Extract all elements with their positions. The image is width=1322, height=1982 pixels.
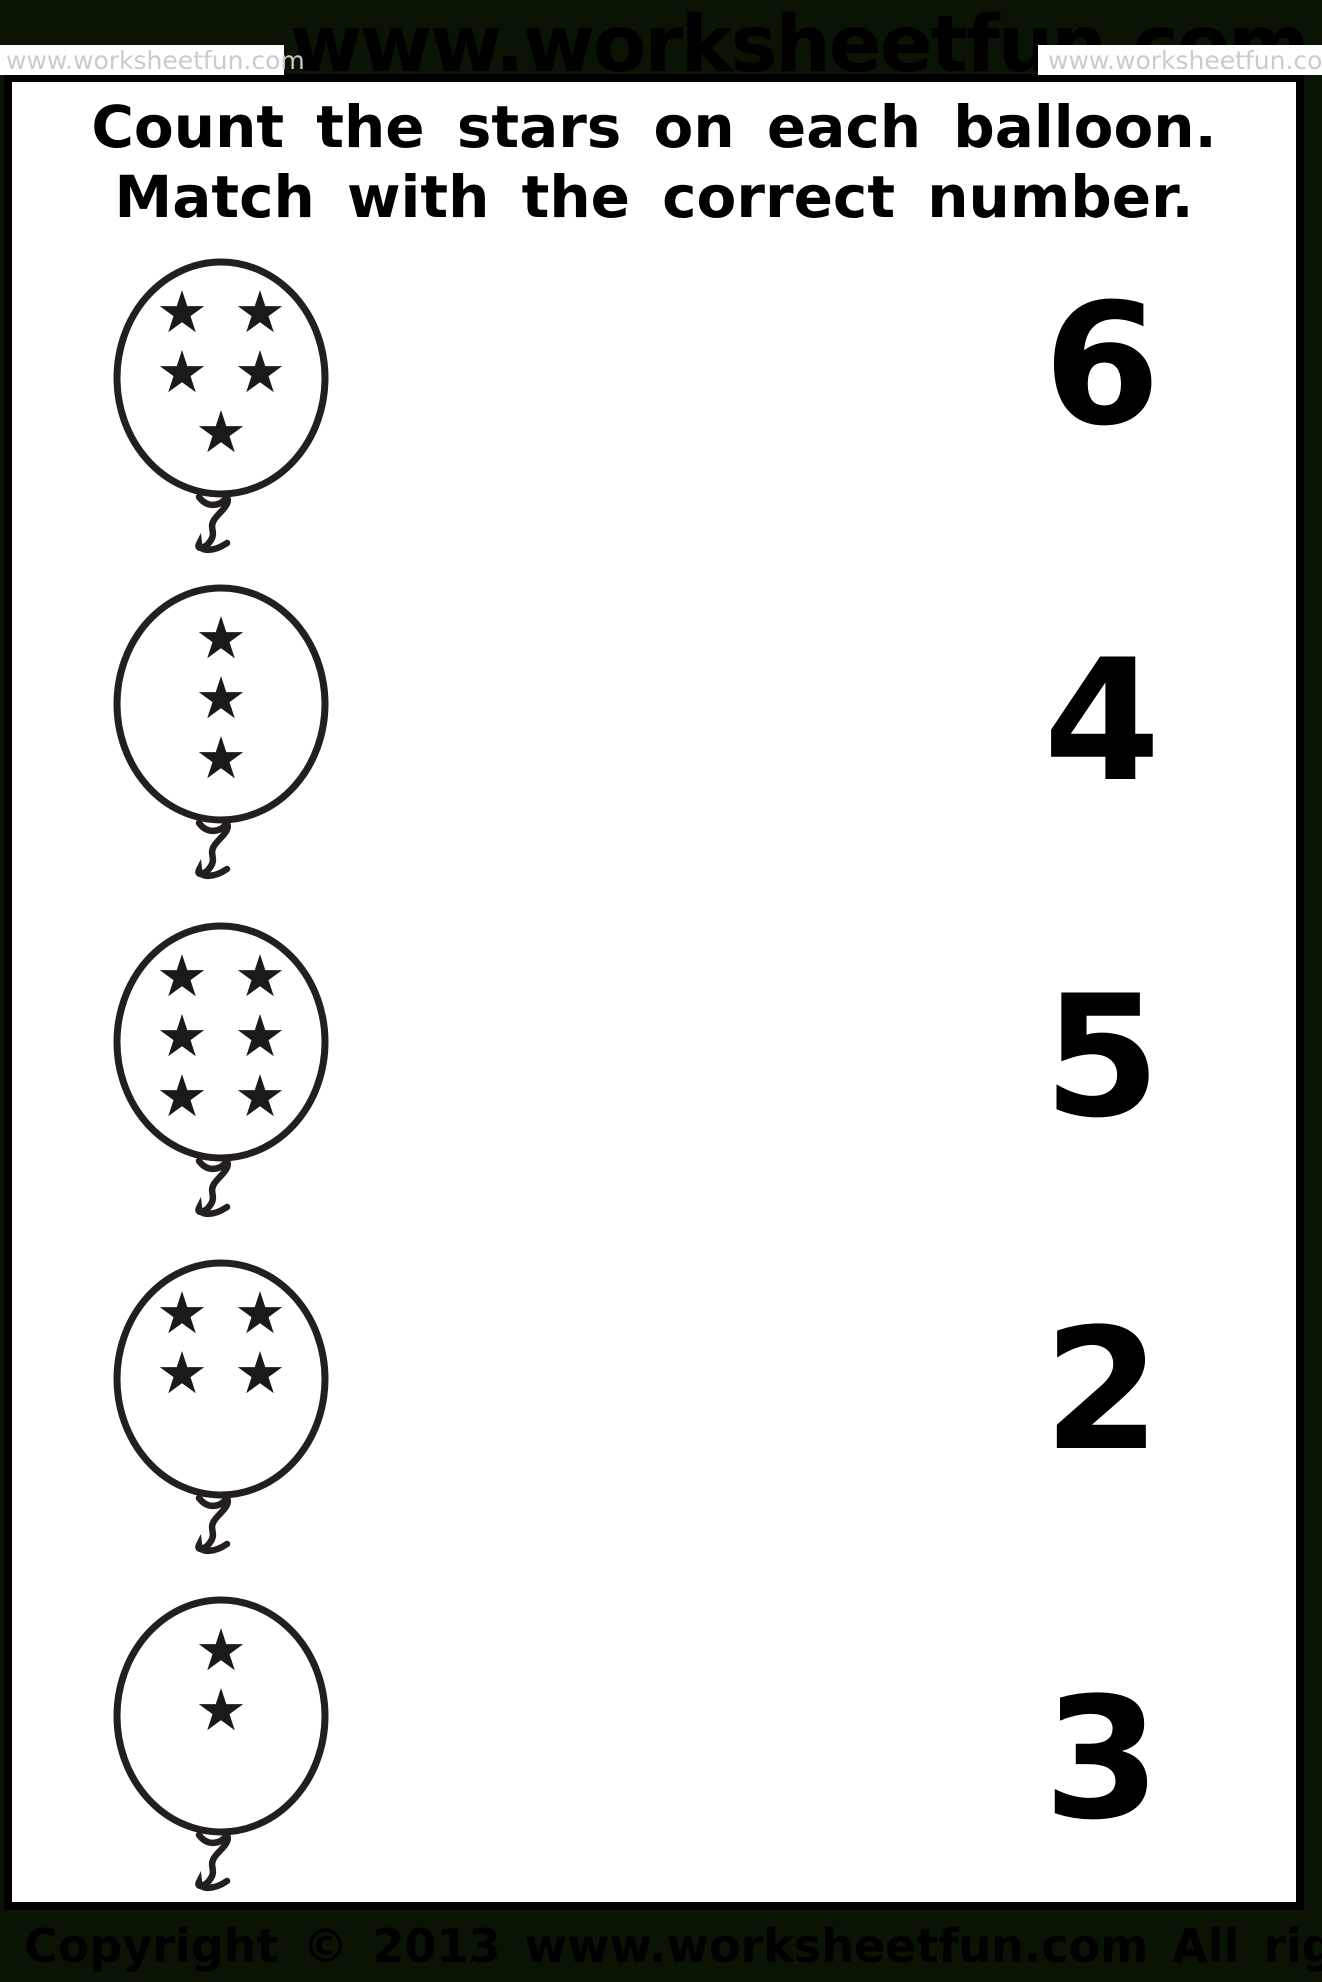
watermark-right-text: www.worksheetfun.com — [1048, 45, 1322, 75]
star-icon: ★ — [156, 1062, 208, 1130]
star-icon: ★ — [156, 278, 208, 346]
balloon: ★★★★ — [106, 1256, 336, 1566]
star-icon: ★ — [195, 398, 247, 466]
star-icon: ★ — [156, 1339, 208, 1407]
star-icon: ★ — [234, 1062, 286, 1130]
balloon-stars: ★★★★★ — [106, 278, 336, 466]
star-icon: ★ — [234, 338, 286, 406]
balloon-string — [195, 1828, 232, 1892]
balloon-string — [195, 1154, 232, 1218]
copyright-bar: Copyright © 2013 www.worksheetfun.com Al… — [0, 1910, 1322, 1982]
balloon-string — [195, 1491, 232, 1555]
star-icon: ★ — [195, 604, 247, 672]
star-icon: ★ — [234, 1002, 286, 1070]
balloon-icon — [113, 258, 329, 554]
copyright-text: Copyright © 2013 www.worksheetfun.com Al… — [24, 1919, 1322, 1973]
star-icon: ★ — [234, 278, 286, 346]
watermark-box-right: www.worksheetfun.com — [1038, 45, 1322, 75]
balloon-stars: ★★ — [106, 1616, 336, 1744]
star-icon: ★ — [234, 1279, 286, 1347]
balloon: ★★★★★ — [106, 255, 336, 565]
balloon-icon — [113, 1596, 329, 1892]
star-icon: ★ — [195, 664, 247, 732]
balloon-icon — [113, 1259, 329, 1555]
match-number: 5 — [1043, 959, 1161, 1155]
page-title: Count the stars on each balloon. Match w… — [22, 92, 1286, 232]
star-icon: ★ — [156, 338, 208, 406]
watermark-box-left: www.worksheetfun.com — [0, 45, 305, 75]
balloon-string — [195, 490, 232, 554]
match-number: 3 — [1043, 1661, 1161, 1857]
page-title-line1: Count the stars on each balloon. — [91, 93, 1217, 161]
page-title-line2: Match with the correct number. — [114, 163, 1194, 231]
balloon-stars: ★★★★ — [106, 1279, 336, 1407]
balloon: ★★ — [106, 1593, 336, 1903]
balloon: ★★★★★★ — [106, 919, 336, 1229]
star-icon: ★ — [156, 1279, 208, 1347]
balloon: ★★★ — [106, 581, 336, 891]
balloon-icon — [113, 584, 329, 880]
balloon-string — [195, 816, 232, 880]
star-icon: ★ — [195, 1616, 247, 1684]
star-icon: ★ — [234, 942, 286, 1010]
balloon-icon — [113, 922, 329, 1218]
star-icon: ★ — [195, 724, 247, 792]
match-number: 4 — [1043, 623, 1161, 819]
balloon-stars: ★★★ — [106, 604, 336, 792]
match-number: 2 — [1043, 1292, 1161, 1488]
watermark-left-text: www.worksheetfun.com — [6, 45, 305, 75]
match-number: 6 — [1043, 267, 1161, 463]
balloon-stars: ★★★★★★ — [106, 942, 336, 1130]
star-icon: ★ — [195, 1676, 247, 1744]
star-icon: ★ — [234, 1339, 286, 1407]
star-icon: ★ — [156, 942, 208, 1010]
star-icon: ★ — [156, 1002, 208, 1070]
